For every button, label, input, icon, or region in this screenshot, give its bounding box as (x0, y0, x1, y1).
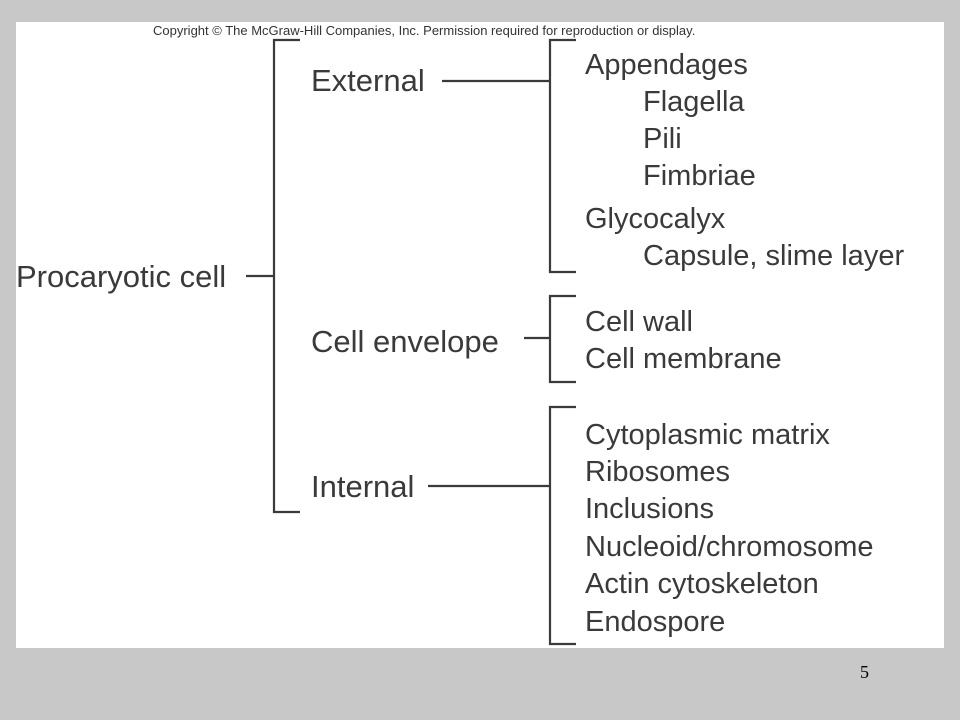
item-actin-cytoskeleton: Actin cytoskeleton (585, 568, 819, 600)
figure-panel: Copyright © The McGraw-Hill Companies, I… (16, 22, 944, 648)
cell-structure-diagram: Copyright © The McGraw-Hill Companies, I… (16, 23, 904, 646)
group-label-cell-envelope: Cell envelope (311, 324, 499, 359)
group-label-external: External (311, 63, 425, 98)
main-bracket (272, 38, 300, 514)
cell-envelope-bracket (548, 294, 576, 384)
group-label-internal: Internal (311, 469, 414, 504)
root-label: Procaryotic cell (16, 259, 226, 294)
external-bracket (548, 38, 576, 274)
item-inclusions: Inclusions (585, 493, 714, 525)
item-ribosomes: Ribosomes (585, 456, 730, 488)
item-endospore: Endospore (585, 606, 725, 638)
item-fimbriae: Fimbriae (643, 160, 756, 192)
item-cytoplasmic-matrix: Cytoplasmic matrix (585, 419, 830, 451)
item-capsule-slime-layer: Capsule, slime layer (643, 240, 904, 272)
internal-bracket (548, 405, 576, 646)
item-appendages: Appendages (585, 49, 748, 81)
item-cell-membrane: Cell membrane (585, 343, 782, 375)
item-glycocalyx: Glycocalyx (585, 203, 726, 235)
item-flagella: Flagella (643, 86, 745, 118)
item-pili: Pili (643, 123, 682, 155)
page-number: 5 (860, 662, 869, 682)
copyright-notice: Copyright © The McGraw-Hill Companies, I… (153, 23, 695, 38)
item-cell-wall: Cell wall (585, 306, 693, 338)
item-nucleoid-chromosome: Nucleoid/chromosome (585, 531, 874, 563)
